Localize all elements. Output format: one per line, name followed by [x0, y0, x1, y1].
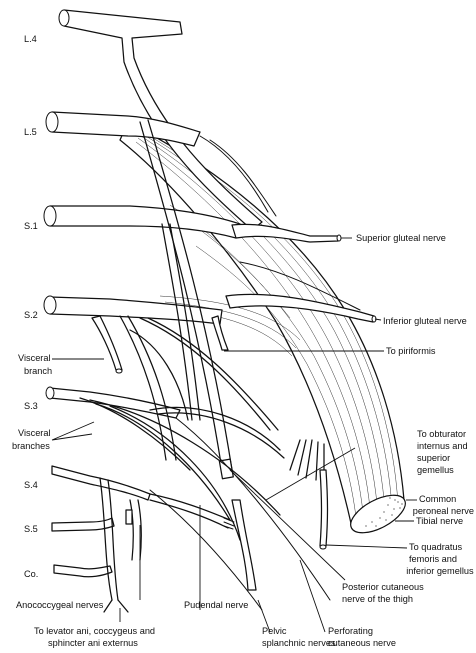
label-s3: S.3: [24, 401, 38, 411]
label-posterior-cutaneous-2: nerve of the thigh: [342, 594, 413, 604]
label-anococcygeal: Anococcygeal nerves: [16, 600, 104, 610]
label-quadratus-1: To quadratus: [409, 542, 463, 552]
root-l5: [45, 111, 201, 147]
label-pudendal: Pudendal nerve: [184, 600, 248, 610]
root-s2: [43, 295, 223, 325]
label-tibial: Tibial nerve: [416, 516, 463, 526]
label-visceral-branch-2: branch: [24, 366, 52, 376]
root-labels: L.4 L.5 S.1 S.2 S.3 S.4 S.5 Co.: [24, 34, 38, 579]
label-pelvic-splanchnic-2: splanchnic nerves: [262, 638, 336, 648]
label-s5: S.5: [24, 524, 38, 534]
label-obturator-1: To obturator: [417, 429, 466, 439]
label-posterior-cutaneous-1: Posterior cutaneous: [342, 582, 424, 592]
sciatic-trunk: [119, 121, 406, 534]
label-visceral-branches-1: Visceral: [18, 428, 51, 438]
label-l4: L.4: [24, 34, 37, 44]
label-co: Co.: [24, 569, 38, 579]
label-quadratus-2: femoris and: [409, 554, 457, 564]
label-common-peroneal-1: Common: [419, 494, 456, 504]
label-levator-2: sphincter ani externus: [48, 638, 138, 648]
label-obturator-3: superior: [417, 453, 450, 463]
label-levator-1: To levator ani, coccygeus and: [34, 626, 155, 636]
label-common-peroneal-2: peroneal nerve: [413, 506, 474, 516]
label-s4: S.4: [24, 480, 38, 490]
label-perforating-1: Perforating: [328, 626, 373, 636]
label-to-piriformis: To piriformis: [386, 346, 436, 356]
label-pelvic-splanchnic-1: Pelvic: [262, 626, 287, 636]
label-quadratus-3: inferior gemellus: [406, 566, 474, 576]
label-obturator-4: gemellus: [417, 465, 454, 475]
label-s1: S.1: [24, 221, 38, 231]
label-visceral-branches-2: branches: [12, 441, 50, 451]
stipple-texture: [365, 497, 403, 527]
label-perforating-2: cutaneous nerve: [328, 638, 396, 648]
root-l4: [58, 9, 263, 231]
nerve-branches: [51, 119, 377, 613]
structure-labels: Superior gluteal nerve Inferior gluteal …: [12, 233, 474, 648]
leader-lines: [51, 237, 417, 633]
label-inferior-gluteal: Inferior gluteal nerve: [383, 316, 467, 326]
label-l5: L.5: [24, 127, 37, 137]
label-obturator-2: internus and: [417, 441, 468, 451]
label-visceral-branch-1: Visceral: [18, 353, 51, 363]
label-s2: S.2: [24, 310, 38, 320]
label-superior-gluteal: Superior gluteal nerve: [356, 233, 446, 243]
